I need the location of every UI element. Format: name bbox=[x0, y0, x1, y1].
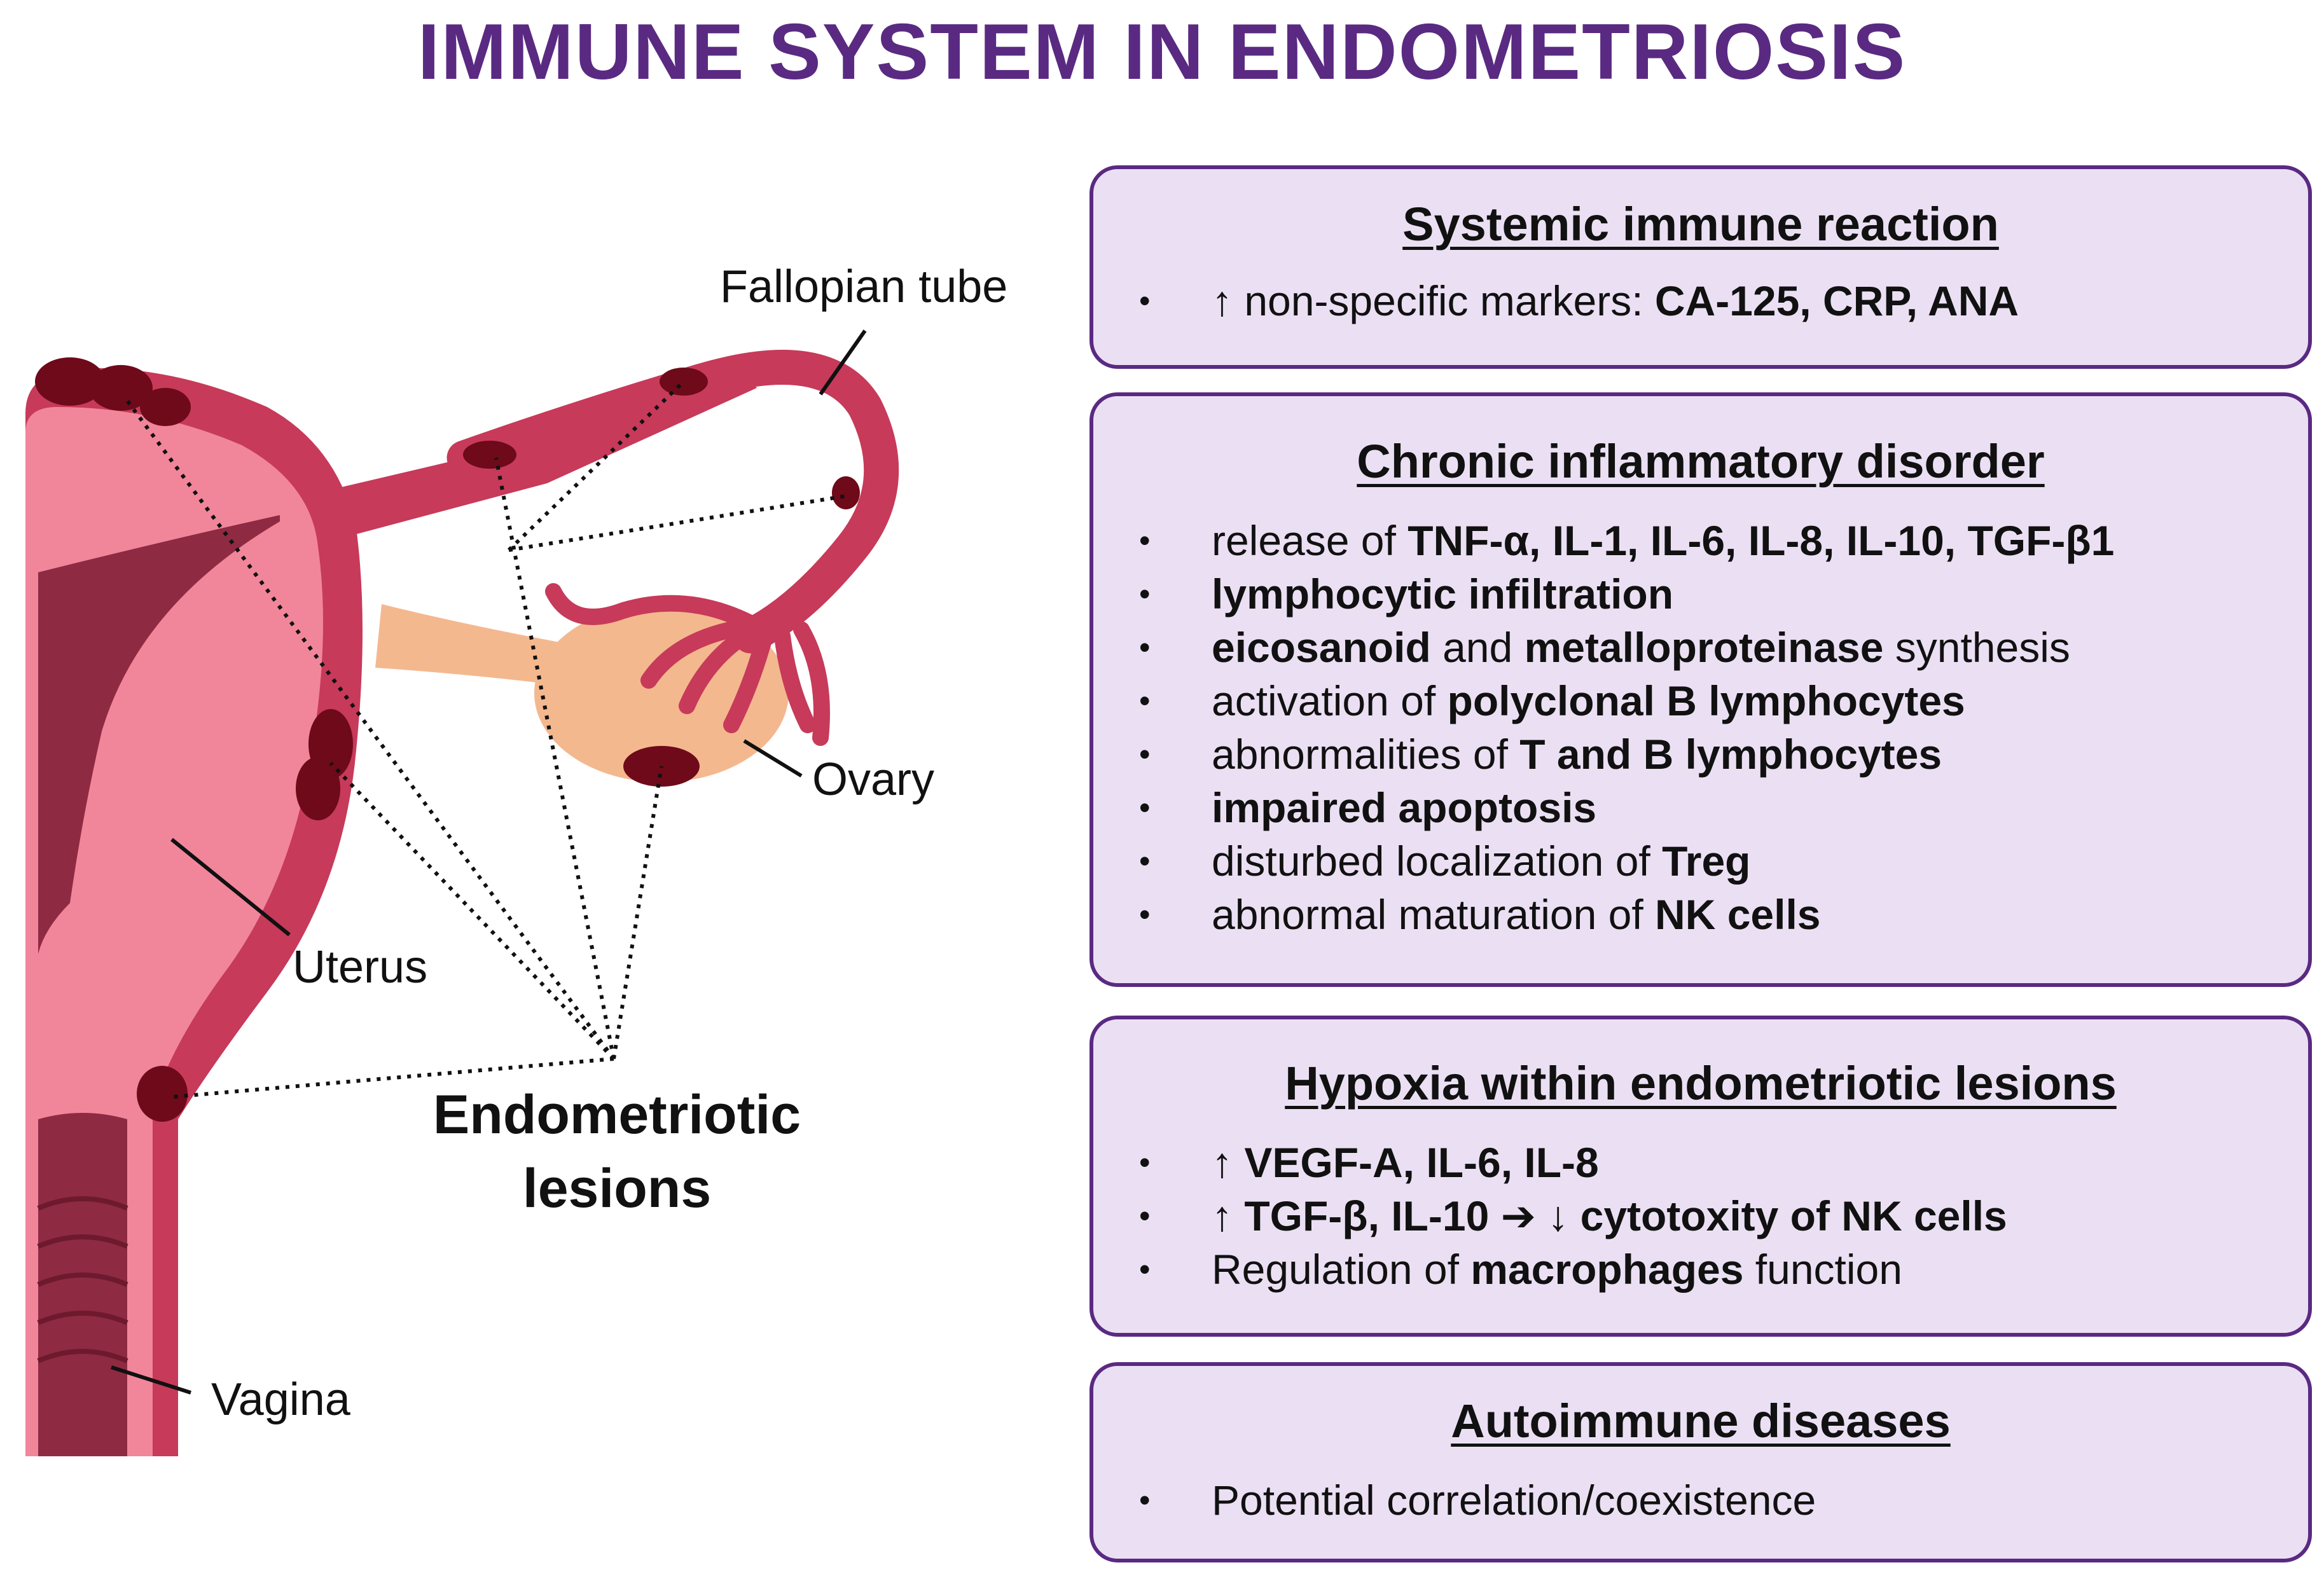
panel-list: ↑ VEGF-A, IL-6, IL-8↑ TGF-β, IL-10 ➔ ↓ c… bbox=[1093, 1136, 2308, 1296]
panel-chronic-inflammatory-disorder: Chronic inflammatory disorder release of… bbox=[1089, 392, 2312, 987]
bullet-item: release of TNF-α, IL-1, IL-6, IL-8, IL-1… bbox=[1093, 514, 2308, 567]
bullet-text-segment: Regulation of bbox=[1212, 1246, 1471, 1293]
panel-list: release of TNF-α, IL-1, IL-6, IL-8, IL-1… bbox=[1093, 514, 2308, 941]
ovarian-ligament bbox=[375, 604, 572, 687]
label-lesions-line1: Endometriotic bbox=[432, 1084, 801, 1145]
bullet-item: eicosanoid and metalloproteinase synthes… bbox=[1093, 621, 2308, 674]
bullet-text-segment: ↑ bbox=[1212, 1139, 1245, 1186]
bullet-item: Potential correlation/coexistence bbox=[1093, 1473, 2308, 1527]
bullet-text-segment: release of bbox=[1212, 517, 1408, 564]
fimbriae bbox=[545, 583, 830, 746]
label-ovary: Ovary bbox=[812, 754, 935, 805]
panel-heading: Chronic inflammatory disorder bbox=[1357, 435, 2045, 488]
bullet-text-segment: CA-125, CRP, ANA bbox=[1654, 277, 2019, 324]
lesion-tube-1 bbox=[463, 441, 516, 469]
bullet-text-segment: disturbed localization of bbox=[1212, 838, 1663, 885]
bullet-item: ↑ TGF-β, IL-10 ➔ ↓ cytotoxity of NK cell… bbox=[1093, 1189, 2308, 1243]
panel-hypoxia-within-lesions: Hypoxia within endometriotic lesions ↑ V… bbox=[1089, 1016, 2312, 1337]
bullet-text-segment: activation of bbox=[1212, 677, 1448, 724]
bullet-text-segment: ↑ bbox=[1212, 1192, 1245, 1239]
endometriotic-lesions bbox=[35, 357, 860, 1122]
vaginal-rugae bbox=[37, 1196, 128, 1363]
panel-heading: Hypoxia within endometriotic lesions bbox=[1285, 1057, 2117, 1110]
panel-autoimmune-diseases: Autoimmune diseases Potential correlatio… bbox=[1089, 1362, 2312, 1562]
reproductive-anatomy-illustration bbox=[25, 329, 899, 1456]
bullet-text-segment: ↓ bbox=[1547, 1192, 1580, 1239]
panel-systemic-immune-reaction: Systemic immune reaction ↑ non-specific … bbox=[1089, 165, 2312, 369]
bullet-text-segment: Potential correlation/coexistence bbox=[1212, 1477, 1816, 1524]
bullet-item: ↑ VEGF-A, IL-6, IL-8 bbox=[1093, 1136, 2308, 1189]
label-uterus: Uterus bbox=[293, 942, 428, 993]
bullet-text-segment: cytotoxity of NK cells bbox=[1580, 1192, 2007, 1239]
panel-heading: Systemic immune reaction bbox=[1402, 198, 1999, 251]
bullet-text-segment: and bbox=[1430, 624, 1525, 671]
bullet-text-segment: polyclonal B lymphocytes bbox=[1447, 677, 1965, 724]
bullet-text-segment: metalloproteinase bbox=[1524, 624, 1884, 671]
panel-heading: Autoimmune diseases bbox=[1451, 1395, 1951, 1447]
lesion-tube-2 bbox=[660, 368, 708, 396]
label-vagina: Vagina bbox=[211, 1374, 350, 1425]
label-endometriotic-lesions: Endometriotic lesions bbox=[420, 1078, 814, 1225]
bullet-text-segment: abnormal maturation of bbox=[1212, 891, 1656, 938]
bullet-item: abnormal maturation of NK cells bbox=[1093, 888, 2308, 941]
bullet-text-segment: eicosanoid bbox=[1212, 624, 1431, 671]
vaginal-canal bbox=[38, 1113, 127, 1456]
bullet-text-segment: TGF-β, IL-10 ➔ bbox=[1244, 1192, 1548, 1239]
bullet-item: Regulation of macrophages function bbox=[1093, 1243, 2308, 1296]
bullet-item: disturbed localization of Treg bbox=[1093, 834, 2308, 888]
bullet-text-segment: VEGF-A, IL-6, IL-8 bbox=[1244, 1139, 1599, 1186]
label-leader-lines bbox=[111, 329, 867, 1395]
bullet-text-segment: ↑ non-specific markers: bbox=[1212, 277, 1655, 324]
lesion-fundus bbox=[35, 357, 105, 406]
bullet-text-segment: abnormalities of bbox=[1212, 731, 1520, 778]
bullet-text-segment: macrophages bbox=[1470, 1246, 1744, 1293]
bullet-text-segment: lymphocytic infiltration bbox=[1212, 570, 1674, 617]
bullet-text-segment: T and B lymphocytes bbox=[1519, 731, 1942, 778]
fallopian-tube-shape bbox=[446, 350, 899, 654]
panel-list: ↑ non-specific markers: CA-125, CRP, ANA bbox=[1093, 274, 2308, 328]
label-fallopian-tube: Fallopian tube bbox=[720, 261, 1008, 312]
bullet-text-segment: Treg bbox=[1662, 838, 1751, 885]
bullet-text-segment: TNF-α, IL-1, IL-6, IL-8, IL-10, TGF-β1 bbox=[1408, 517, 2115, 564]
bullet-text-segment: function bbox=[1743, 1246, 1902, 1293]
label-lesions-line2: lesions bbox=[522, 1158, 712, 1220]
lesion-tube-3 bbox=[832, 476, 860, 509]
bullet-item: activation of polyclonal B lymphocytes bbox=[1093, 674, 2308, 727]
bullet-item: abnormalities of T and B lymphocytes bbox=[1093, 727, 2308, 781]
bullet-item: ↑ non-specific markers: CA-125, CRP, ANA bbox=[1093, 274, 2308, 328]
lesion-vagina bbox=[137, 1066, 188, 1122]
figure-title: IMMUNE SYSTEM IN ENDOMETRIOSIS bbox=[417, 8, 1907, 96]
lesion-pointer-lines bbox=[125, 380, 847, 1099]
bullet-item: lymphocytic infiltration bbox=[1093, 567, 2308, 621]
bullet-text-segment: impaired apoptosis bbox=[1212, 784, 1597, 831]
panel-list: Potential correlation/coexistence bbox=[1093, 1473, 2308, 1527]
bullet-text-segment: synthesis bbox=[1883, 624, 2070, 671]
bullet-text-segment: NK cells bbox=[1655, 891, 1821, 938]
bullet-item: impaired apoptosis bbox=[1093, 781, 2308, 834]
uterine-cavity bbox=[38, 515, 280, 954]
